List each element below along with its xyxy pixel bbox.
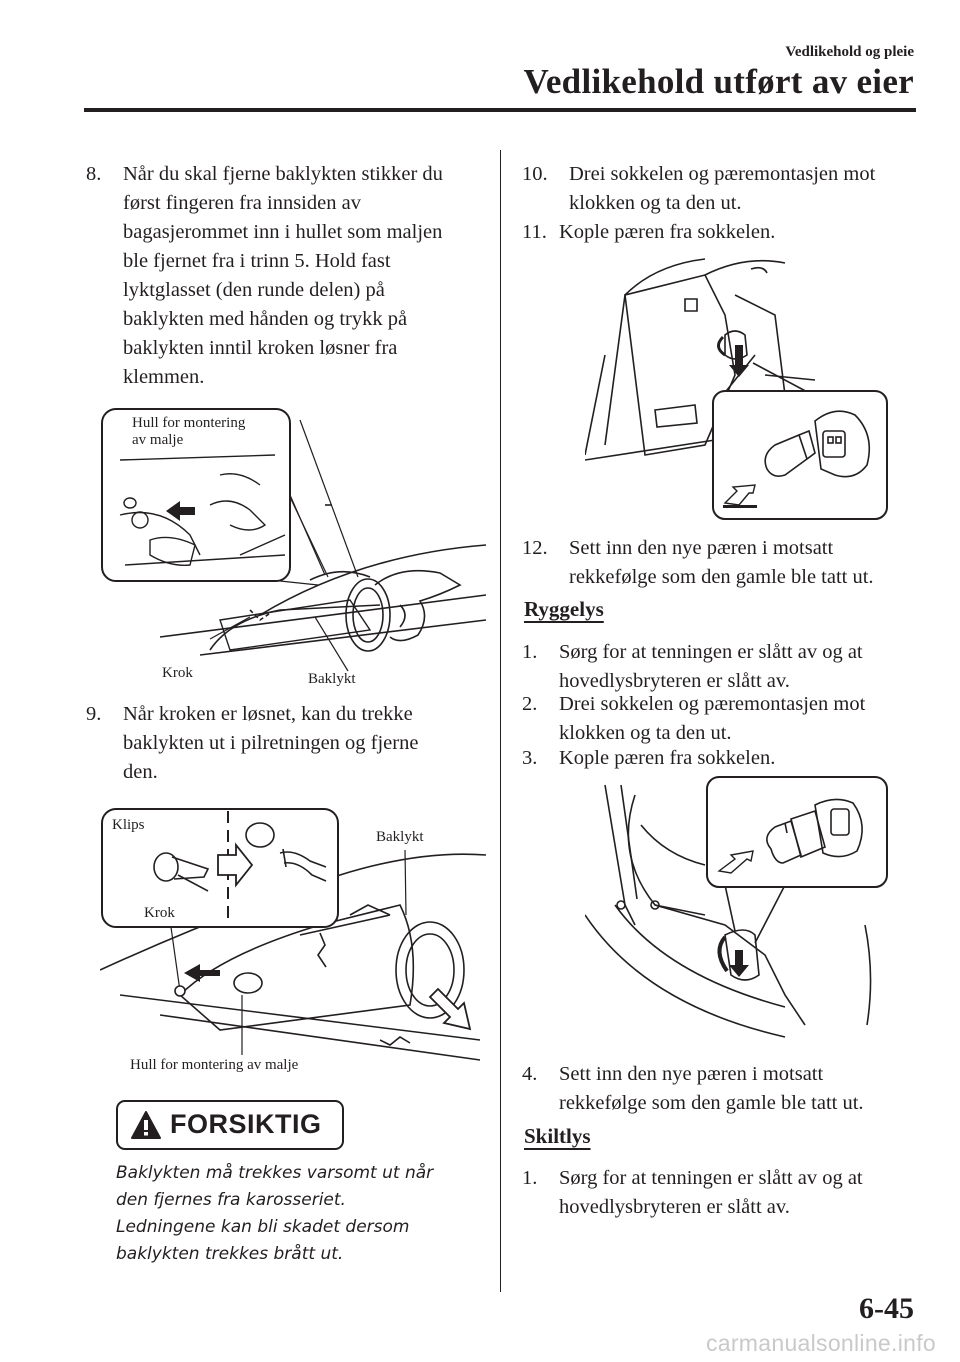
step-line: først fingeren fra innsiden av [123, 192, 361, 214]
ryggelys-step-4: 4. Sett inn den nye pæren i motsatt rekk… [522, 1060, 922, 1118]
step-line: Sett inn den nye pæren i motsatt [569, 537, 834, 559]
step-number: 9. [86, 703, 102, 725]
ryggelys-step-3: 3. Kople pæren fra sokkelen. [522, 744, 922, 773]
step-line: Kople pæren fra sokkelen. [559, 747, 776, 769]
ryggelys-step-1: 1. Sørg for at tenningen er slått av og … [522, 638, 922, 696]
step-number: 1. [522, 641, 538, 663]
callout-hull-malje: Hull for montering av malje [132, 415, 246, 449]
step-line: rekkefølge som den gamle ble tatt ut. [559, 1092, 864, 1114]
figure-bulb-socket [585, 255, 895, 525]
caution-box: FORSIKTIG [116, 1100, 344, 1150]
step-line: lyktglasset (den runde delen) på [123, 279, 385, 301]
callout-klips: Klips [112, 817, 145, 833]
caution-text: Baklykten må trekkes varsomt ut når den … [116, 1163, 434, 1264]
step-number: 8. [86, 163, 102, 185]
callout-krok: Krok [162, 665, 193, 681]
figure-taillight-removal: Klips Baklykt Krok Hull for montering av… [100, 805, 490, 1075]
step-line: Sett inn den nye pæren i motsatt [559, 1063, 824, 1085]
step-line: Når du skal fjerne baklykten stikker du [123, 163, 443, 185]
step-number: 3. [522, 747, 538, 769]
step-10: 10. Drei sokkelen og pæremontasjen mot k… [522, 160, 922, 218]
step-line: baklykten ut i pilretningen og fjerne [123, 732, 419, 754]
figure-taillight-hook: Hull for montering av malje Krok Baklykt [100, 405, 490, 695]
section-header: Vedlikehold og pleie [785, 44, 914, 60]
caution-label: FORSIKTIG [170, 1109, 322, 1139]
step-12: 12. Sett inn den nye pæren i motsatt rek… [522, 534, 922, 592]
skiltlys-step-1: 1. Sørg for at tenningen er slått av og … [522, 1164, 922, 1222]
step-8: 8. Når du skal fjerne baklykten stikker … [86, 160, 486, 392]
warning-icon [131, 1111, 161, 1139]
ryggelys-step-2: 2. Drei sokkelen og pæremontasjen mot kl… [522, 690, 922, 748]
step-line: Sørg for at tenningen er slått av og at [559, 1167, 863, 1189]
step-number: 10. [522, 163, 548, 185]
step-line: bagasjerommet inn i hullet som maljen [123, 221, 443, 243]
step-line: klokken og ta den ut. [569, 192, 742, 214]
step-line: Drei sokkelen og pæremontasjen mot [569, 163, 876, 185]
figure-reverse-bulb [585, 775, 895, 1045]
column-divider [500, 150, 501, 1292]
callout-hull-malje: Hull for montering av malje [130, 1057, 299, 1073]
page-number: 6-45 [859, 1292, 914, 1325]
step-line: Når kroken er løsnet, kan du trekke [123, 703, 413, 725]
step-line: baklykten med hånden og trykk på [123, 308, 408, 330]
step-line: baklykten inntil kroken løsner fra [123, 337, 398, 359]
watermark: carmanualsonline.info [705, 1330, 936, 1356]
step-line: hovedlysbryteren er slått av. [559, 670, 790, 692]
step-line: klemmen. [123, 366, 205, 388]
header-rule [84, 108, 916, 112]
step-11: 11. Kople pæren fra sokkelen. [522, 218, 922, 247]
step-line: Drei sokkelen og pæremontasjen mot [559, 693, 866, 715]
step-line: Sørg for at tenningen er slått av og at [559, 641, 863, 663]
page-title: Vedlikehold utført av eier [523, 62, 914, 101]
step-line: rekkefølge som den gamle ble tatt ut. [569, 566, 874, 588]
step-line: Kople pæren fra sokkelen. [559, 221, 776, 243]
callout-krok: Krok [144, 905, 175, 921]
step-number: 1. [522, 1167, 538, 1189]
step-line: den. [123, 761, 158, 783]
step-line: klokken og ta den ut. [559, 722, 732, 744]
subheading-ryggelys: Ryggelys [524, 597, 604, 621]
step-number: 2. [522, 693, 538, 715]
step-line: ble fjernet fra i trinn 5. Hold fast [123, 250, 391, 272]
step-number: 4. [522, 1063, 538, 1085]
callout-baklykt: Baklykt [308, 671, 356, 687]
step-9: 9. Når kroken er løsnet, kan du trekke b… [86, 700, 486, 787]
step-number: 11. [522, 221, 547, 243]
step-number: 12. [522, 537, 548, 559]
step-line: hovedlysbryteren er slått av. [559, 1196, 790, 1218]
subheading-skiltlys: Skiltlys [524, 1124, 591, 1148]
callout-baklykt: Baklykt [376, 829, 424, 845]
